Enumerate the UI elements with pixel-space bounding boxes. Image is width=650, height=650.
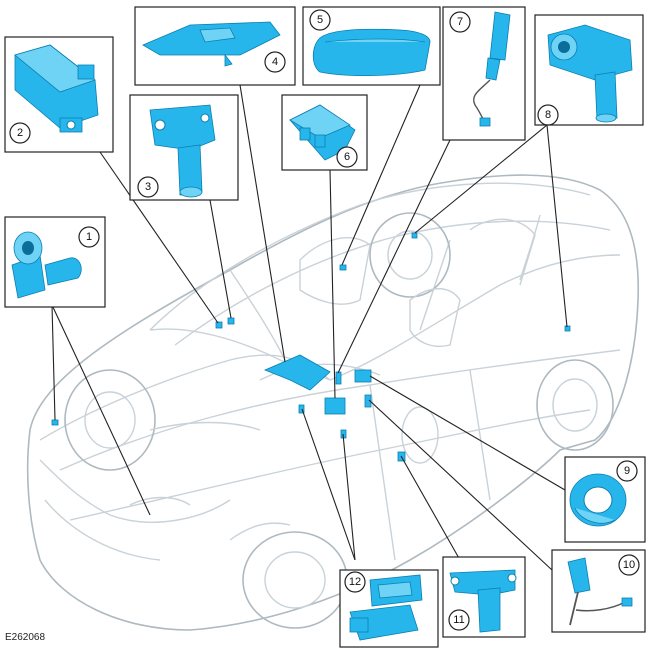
callout-panel-7: 7	[442, 6, 526, 141]
callout-panel-2: 2	[4, 36, 114, 153]
sensor-component-icon	[11, 231, 82, 299]
side-impact-sensor-icon	[547, 24, 633, 123]
callout-number-9: 9	[624, 465, 630, 477]
figure-reference-code: E262068	[5, 632, 45, 643]
restraints-control-module-icon	[289, 104, 356, 161]
callout-panel-1: 1	[4, 216, 106, 308]
callout-panel-12: 12	[339, 569, 439, 648]
callout-number-1: 1	[86, 231, 92, 243]
curtain-airbag-module-icon	[312, 28, 431, 76]
callout-number-7: 7	[457, 16, 463, 28]
callout-panel-6: 6	[281, 94, 368, 171]
clockspring-icon	[569, 473, 627, 527]
callout-panel-3: 3	[129, 94, 239, 201]
impact-sensor-icon	[149, 104, 216, 198]
callout-panel-11: 11	[442, 556, 526, 638]
occupant-classification-mat-icon	[142, 21, 281, 67]
callout-number-11: 11	[453, 614, 464, 626]
callout-panel-8: 8	[534, 14, 644, 126]
callout-number-4: 4	[272, 56, 278, 68]
control-module-icon	[14, 44, 99, 133]
front-impact-sensor-icon	[449, 569, 517, 633]
leader-lines	[51, 84, 568, 571]
callout-panel-5: 5	[302, 6, 441, 86]
callout-panel-4: 4	[134, 6, 296, 86]
callout-number-5: 5	[317, 14, 323, 26]
callout-panel-9: 9	[564, 456, 646, 543]
vehicle-components	[51, 232, 571, 462]
pressure-sensor-icon	[349, 574, 423, 641]
callout-number-6: 6	[344, 151, 350, 163]
callout-panel-10: 10	[551, 549, 646, 633]
seatbelt-pretensioner-icon	[567, 557, 633, 626]
callout-number-12: 12	[349, 576, 361, 588]
callout-number-10: 10	[623, 559, 635, 571]
callout-number-3: 3	[145, 181, 151, 193]
callout-number-8: 8	[545, 109, 551, 121]
callout-number-2: 2	[17, 127, 23, 139]
seatbelt-buckle-sensor-icon	[473, 11, 511, 127]
